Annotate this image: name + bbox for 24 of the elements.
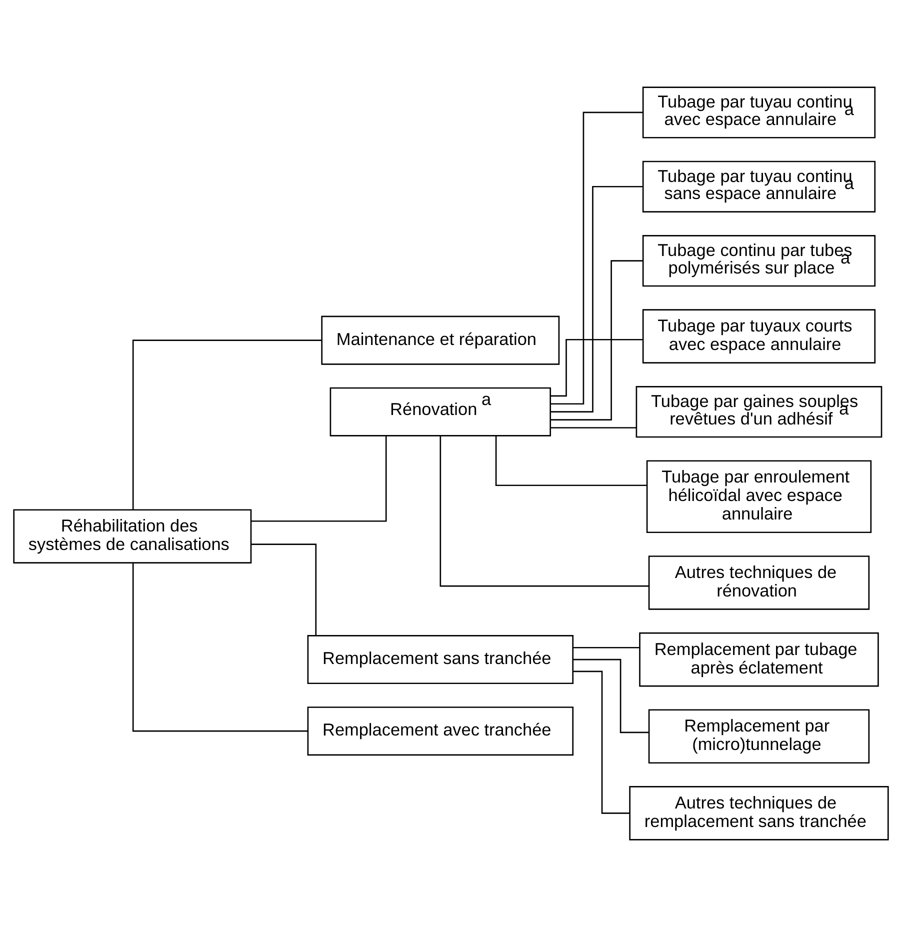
connector bbox=[440, 435, 649, 586]
connector bbox=[251, 436, 387, 522]
node-box: Réhabilitation des systèmes de canalisations bbox=[13, 508, 252, 564]
node-box: Autres techniques de rénovation bbox=[648, 555, 870, 610]
node-box: Remplacement par (micro)tunnelage bbox=[648, 708, 870, 764]
node-box: Tubage par enroulement hélicoïdal avec espace annulaire bbox=[646, 460, 872, 533]
connector bbox=[550, 426, 636, 428]
node-box: Autres techniques de remplacement sans tranchée bbox=[629, 786, 889, 840]
connector bbox=[495, 435, 647, 486]
connector bbox=[573, 646, 640, 648]
connector bbox=[251, 543, 317, 636]
connector bbox=[550, 338, 643, 396]
node-box: Remplacement sans tranchée bbox=[307, 634, 574, 684]
connector bbox=[550, 111, 643, 404]
node-box: Remplacement par tubage après éclatement bbox=[639, 632, 879, 686]
node-box: Remplacement avec tranchée bbox=[307, 706, 574, 756]
connector bbox=[573, 658, 649, 733]
connector bbox=[550, 260, 643, 420]
node-box: Maintenance et réparation bbox=[321, 315, 560, 364]
connector bbox=[132, 339, 322, 509]
connector bbox=[132, 562, 308, 732]
connector bbox=[550, 185, 644, 412]
node-box: Tubage par tuyaux courts avec espace annulaire bbox=[642, 308, 876, 363]
connector bbox=[573, 670, 630, 814]
